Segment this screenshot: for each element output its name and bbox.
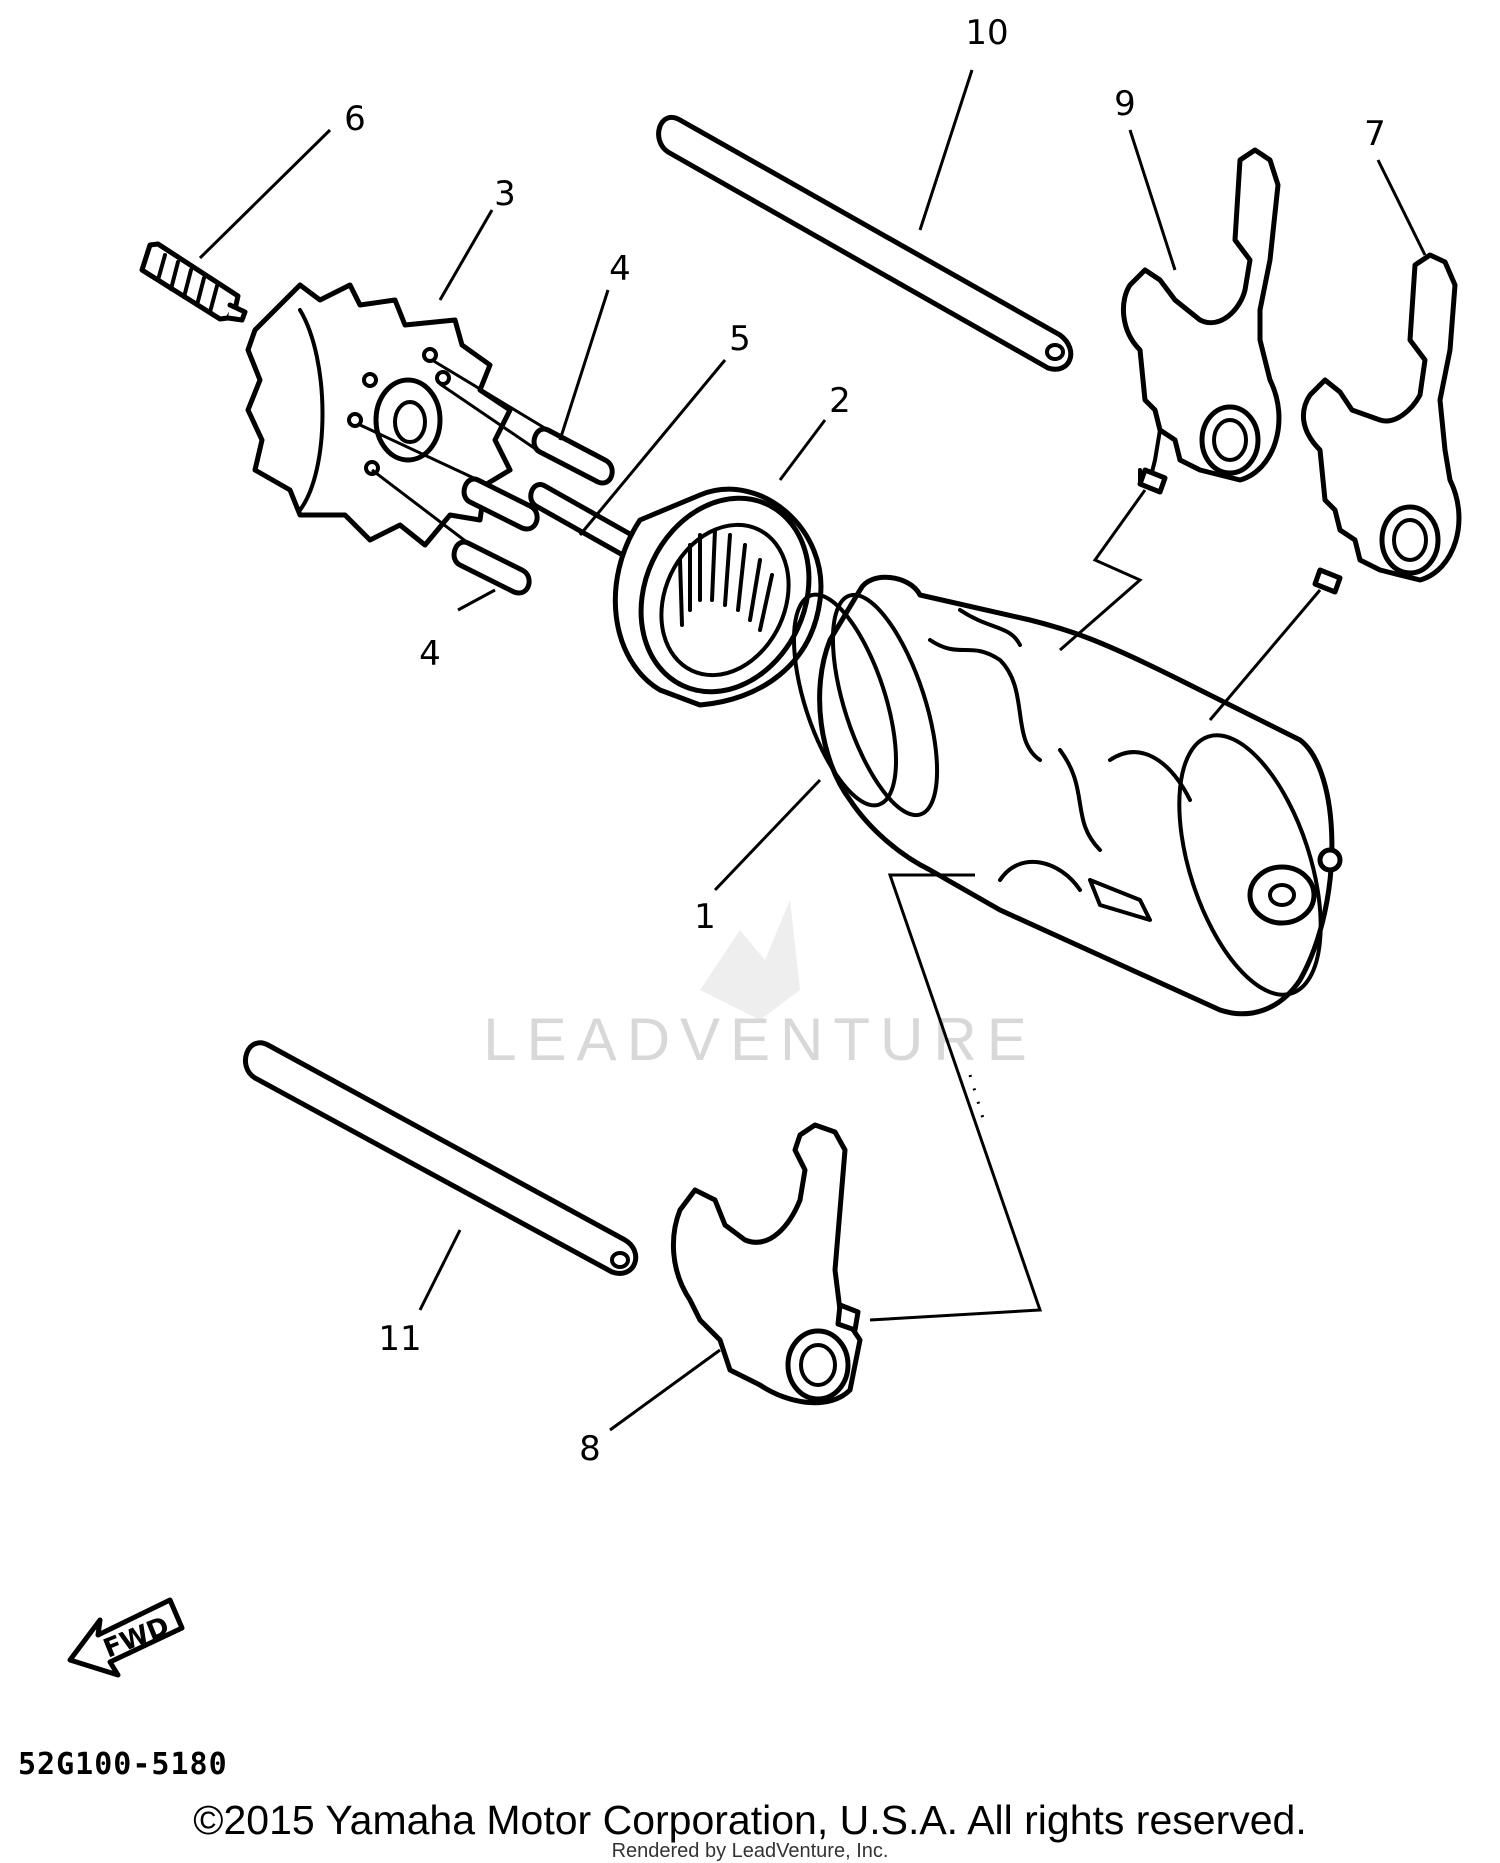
- part-3-segment: [245, 282, 513, 548]
- connector-fork7-drum: [1208, 589, 1322, 721]
- alignment-lines: [357, 358, 549, 545]
- part-6-bolt: [139, 241, 248, 323]
- callout-7: 7: [1364, 114, 1386, 154]
- diagram-code: 52G100-5180: [18, 1747, 228, 1782]
- connector-fork8-drum: [869, 873, 1043, 1322]
- callout-4-lower: 4: [419, 634, 441, 674]
- watermark-text: LEADVENTURE: [483, 1006, 1036, 1073]
- part-4-pin-middle: [461, 476, 540, 532]
- callout-1: 1: [694, 897, 716, 937]
- leader-lines: [198, 69, 1427, 1432]
- callout-5: 5: [729, 319, 751, 359]
- part-11-guide-bar: [242, 1040, 639, 1276]
- watermark-logo-icon: [700, 900, 800, 1020]
- part-5-pin: [528, 482, 639, 558]
- connector-dash: [968, 1074, 987, 1126]
- part-7-shift-fork: [1300, 252, 1462, 595]
- callout-3: 3: [494, 174, 516, 214]
- callout-8: 8: [579, 1429, 601, 1469]
- callout-4-upper: 4: [609, 249, 631, 289]
- part-2-bearing: [612, 486, 824, 708]
- copyright-text: ©2015 Yamaha Motor Corporation, U.S.A. A…: [193, 1797, 1306, 1843]
- callout-6: 6: [344, 99, 366, 139]
- rendered-by-text: Rendered by LeadVenture, Inc.: [612, 1840, 889, 1862]
- watermark: LEADVENTURE: [483, 900, 1036, 1073]
- part-1-shift-cam: [791, 574, 1343, 1017]
- callout-11: 11: [378, 1319, 421, 1359]
- part-8-shift-fork: [670, 1122, 863, 1406]
- part-9-shift-fork: [1120, 147, 1282, 495]
- callout-9: 9: [1114, 84, 1136, 124]
- callout-10: 10: [965, 13, 1008, 53]
- part-4-pin-upper: [531, 426, 615, 486]
- fwd-arrow-icon: FWD: [67, 1597, 185, 1678]
- callout-2: 2: [829, 381, 851, 421]
- part-4-pin-lower: [451, 539, 532, 596]
- part-10-guide-bar: [656, 115, 1074, 372]
- connector-fork9-drum: [1059, 489, 1147, 652]
